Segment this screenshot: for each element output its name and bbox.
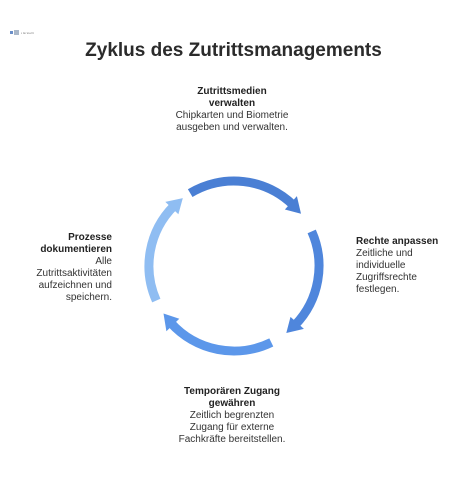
arrow-right bbox=[291, 229, 324, 329]
arrowhead-left bbox=[165, 198, 183, 215]
logo: ▪ Erstellt bbox=[10, 30, 34, 35]
node-left: Prozesse dokumentieren Alle Zutrittsakti… bbox=[12, 232, 112, 304]
node-top-desc: Chipkarten und Biometrie ausgeben und ve… bbox=[175, 110, 289, 133]
node-left-title: Prozesse dokumentieren bbox=[40, 232, 112, 255]
logo-icon bbox=[10, 30, 19, 35]
node-right: Rechte anpassen Zeitliche und individuel… bbox=[356, 236, 460, 296]
arrowhead-top bbox=[284, 196, 301, 214]
node-top-title: Zutrittsmedien verwalten bbox=[197, 86, 267, 109]
logo-text: ▪ Erstellt bbox=[21, 30, 35, 35]
node-right-title: Rechte anpassen bbox=[356, 236, 439, 247]
node-bottom-desc: Zeitlich begrenzten Zugang für externe F… bbox=[178, 410, 286, 445]
arrowhead-right bbox=[286, 316, 304, 333]
node-top: Zutrittsmedien verwalten Chipkarten und … bbox=[172, 86, 292, 134]
node-left-desc: Alle Zutrittsaktivitäten aufzeichnen und… bbox=[36, 256, 112, 303]
arrow-left bbox=[144, 202, 178, 303]
node-right-desc: Zeitliche und individuelle Zugriffsrecht… bbox=[356, 248, 417, 295]
node-bottom-title: Temporären Zugang gewähren bbox=[184, 386, 280, 409]
diagram-title: Zyklus des Zutrittsmanagements bbox=[85, 40, 382, 61]
arrow-top bbox=[187, 176, 297, 209]
arrowhead-bottom bbox=[163, 313, 180, 332]
arrow-bottom bbox=[167, 319, 274, 356]
node-bottom: Temporären Zugang gewähren Zeitlich begr… bbox=[162, 386, 302, 446]
